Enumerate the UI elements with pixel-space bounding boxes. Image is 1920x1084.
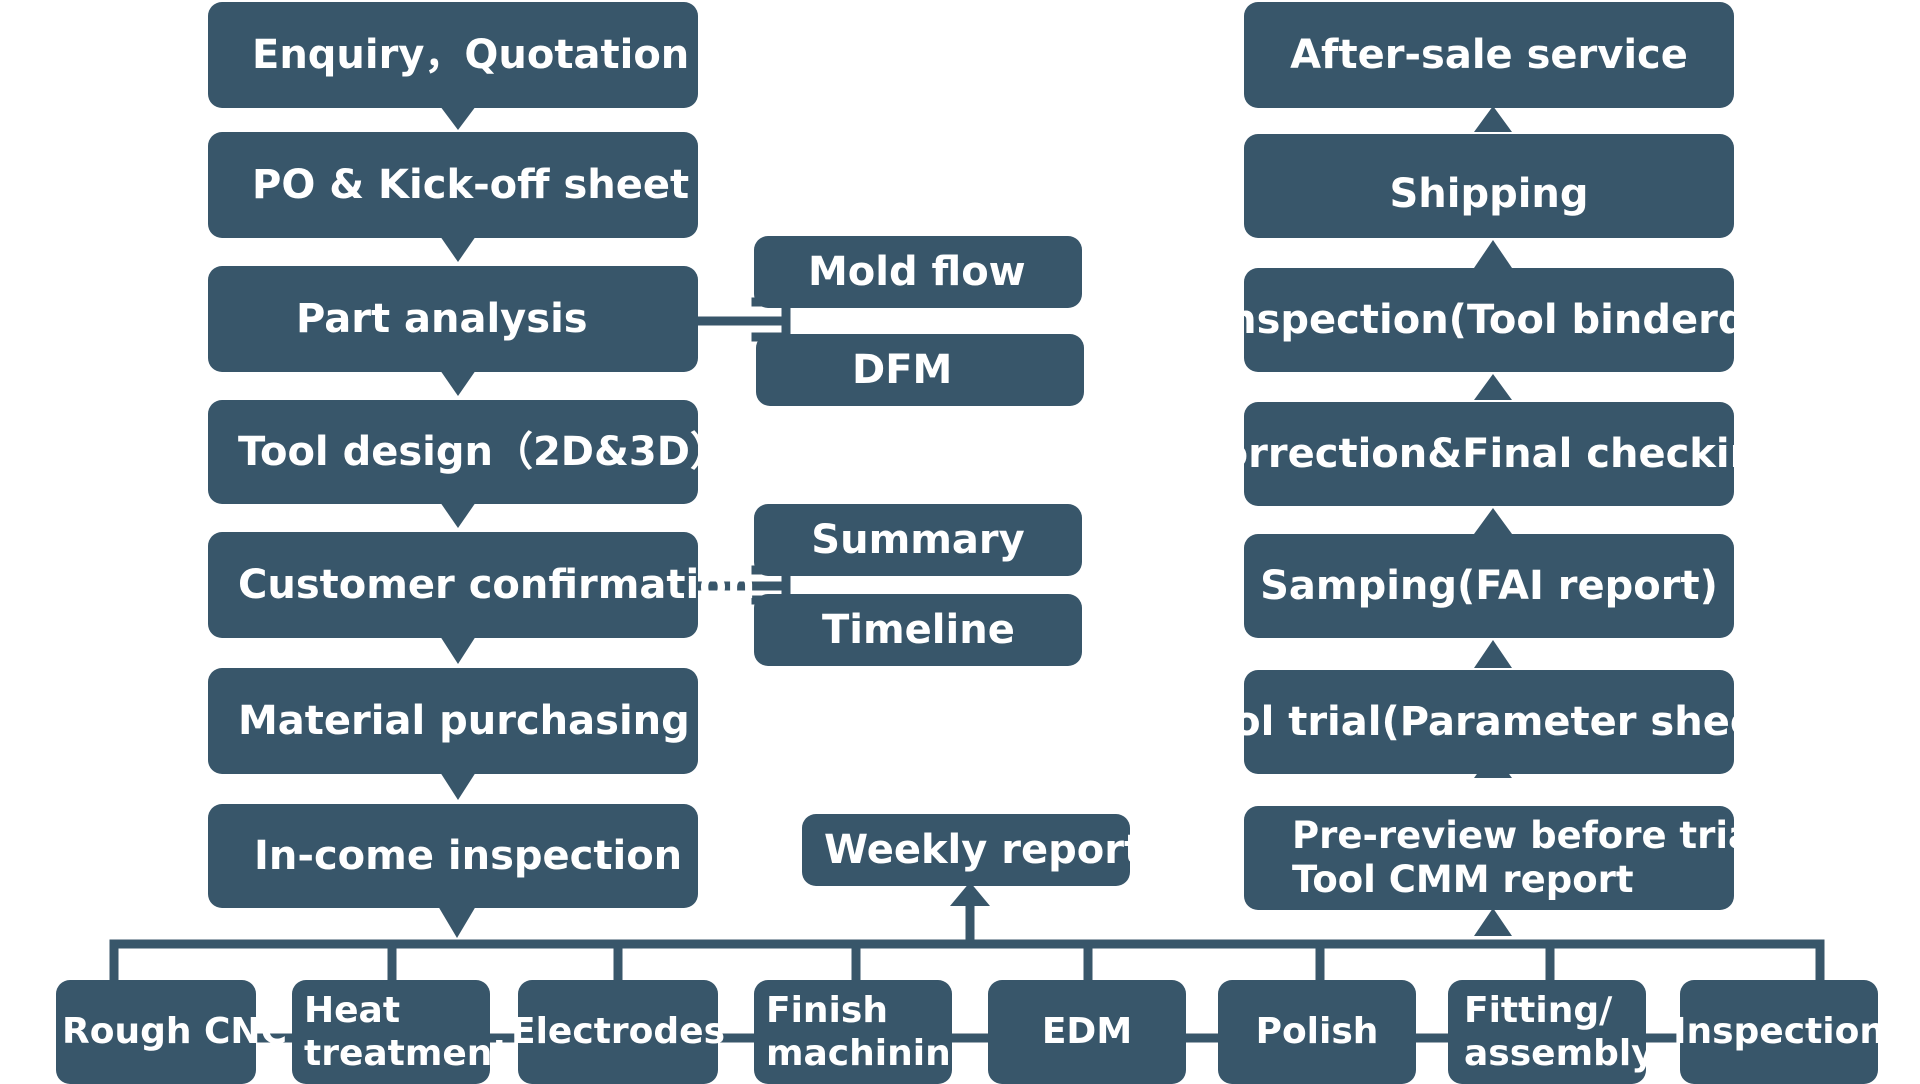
step-tool-trial: Tool trial(Parameter sheet)	[1184, 670, 1794, 774]
step-label: Tool trial(Parameter sheet)	[1183, 699, 1795, 745]
process-label: Rough CNC	[62, 1011, 287, 1053]
step-po-kickoff: PO & Kick-off sheet	[208, 132, 698, 238]
connector-confirmation-branch	[691, 565, 791, 605]
step-label-line2: Tool CMM report	[1292, 858, 1634, 901]
process-polish: Polish	[1218, 980, 1416, 1084]
process-heat-treatment: Heat treatment	[292, 980, 510, 1084]
branch-label: Timeline	[822, 607, 1015, 653]
process-rough-cnc: Rough CNC	[56, 980, 287, 1084]
arrow-analysis-to-design	[440, 370, 476, 396]
branch-dfm: DFM	[756, 334, 1084, 406]
step-customer-confirmation: Customer confirmation	[208, 532, 755, 638]
arrow-po-to-analysis	[440, 236, 476, 262]
arrow-correction-to-inspection	[1474, 374, 1512, 400]
branch-mold-flow: Mold flow	[754, 236, 1082, 308]
step-label: Samping(FAI report)	[1260, 563, 1718, 609]
step-label: PO & Kick-off sheet	[252, 162, 690, 208]
step-label: In-come inspection	[254, 833, 683, 879]
step-label: Inspection(Tool binderd)	[1213, 297, 1765, 343]
weekly-report: Weekly report	[802, 814, 1143, 886]
step-pre-review: Pre-review before trial Tool CMM report	[1244, 806, 1766, 910]
arrow-trial-to-samping	[1474, 640, 1512, 668]
branch-summary: Summary	[754, 504, 1082, 576]
step-label: Tool design（2D&3D）	[238, 429, 730, 475]
step-samping-fai-report: Samping(FAI report)	[1244, 534, 1734, 638]
branch-label: Mold flow	[808, 249, 1026, 295]
step-enquiry-quotation: Enquiry，Quotation	[208, 2, 698, 108]
process-finish-machining: Finish machining	[754, 980, 976, 1084]
step-part-analysis: Part analysis	[208, 266, 698, 372]
arrow-samping-to-correction	[1474, 508, 1512, 534]
branch-label: DFM	[852, 347, 953, 393]
process-label-line1: Fitting/	[1464, 989, 1613, 1031]
branch-label: Summary	[811, 517, 1025, 563]
step-material-purchasing: Material purchasing	[208, 668, 698, 774]
arrow-inspection-to-shipping	[1474, 240, 1512, 268]
process-electrodes: Electrodes	[511, 980, 725, 1084]
process-label-line2: assembly	[1464, 1033, 1655, 1074]
process-inspection: Inspection	[1673, 980, 1885, 1084]
step-label: Correction&Final checking	[1191, 431, 1787, 477]
step-label: After-sale service	[1290, 32, 1688, 78]
process-label-line1: Finish	[766, 989, 888, 1031]
step-label: Material purchasing	[238, 698, 690, 744]
process-label-line2: treatment	[304, 1033, 510, 1074]
arrow-to-weekly-report	[950, 882, 990, 906]
step-shipping: Shipping	[1244, 134, 1734, 238]
branch-timeline: Timeline	[754, 594, 1082, 666]
arrow-purchasing-to-incoming	[440, 772, 476, 800]
step-inspection-tool-binderd: Inspection(Tool binderd)	[1213, 268, 1765, 372]
arrow-bus-to-prereview	[1474, 908, 1512, 936]
process-label-line2: machining	[766, 1033, 977, 1074]
arrow-confirmation-to-purchasing	[440, 636, 476, 664]
arrow-enquiry-to-po	[440, 106, 476, 130]
process-label: Electrodes	[511, 1011, 725, 1053]
process-fitting-assembly: Fitting/ assembly	[1448, 980, 1655, 1084]
step-incoming-inspection: In-come inspection	[208, 804, 698, 908]
arrow-shipping-to-aftersale	[1474, 106, 1512, 132]
step-tool-design: Tool design（2D&3D）	[208, 400, 730, 504]
step-label: Customer confirmation	[238, 562, 756, 608]
connector-analysis-branch	[691, 297, 791, 342]
step-label: Part analysis	[296, 296, 588, 342]
process-label-line1: Heat	[304, 989, 401, 1031]
arrow-incoming-to-bus	[438, 906, 476, 938]
process-label: Inspection	[1673, 1011, 1885, 1053]
arrow-design-to-confirmation	[440, 502, 476, 528]
process-label: EDM	[1041, 1011, 1133, 1053]
step-correction-final-checking: Correction&Final checking	[1191, 402, 1787, 506]
step-label: Shipping	[1389, 171, 1589, 217]
step-label: Enquiry，Quotation	[252, 32, 690, 78]
step-label-line1: Pre-review before trial	[1292, 813, 1766, 857]
step-after-sale-service: After-sale service	[1244, 2, 1734, 108]
process-edm: EDM	[988, 980, 1186, 1084]
weekly-report-label: Weekly report	[824, 827, 1144, 873]
process-label: Polish	[1255, 1011, 1379, 1053]
